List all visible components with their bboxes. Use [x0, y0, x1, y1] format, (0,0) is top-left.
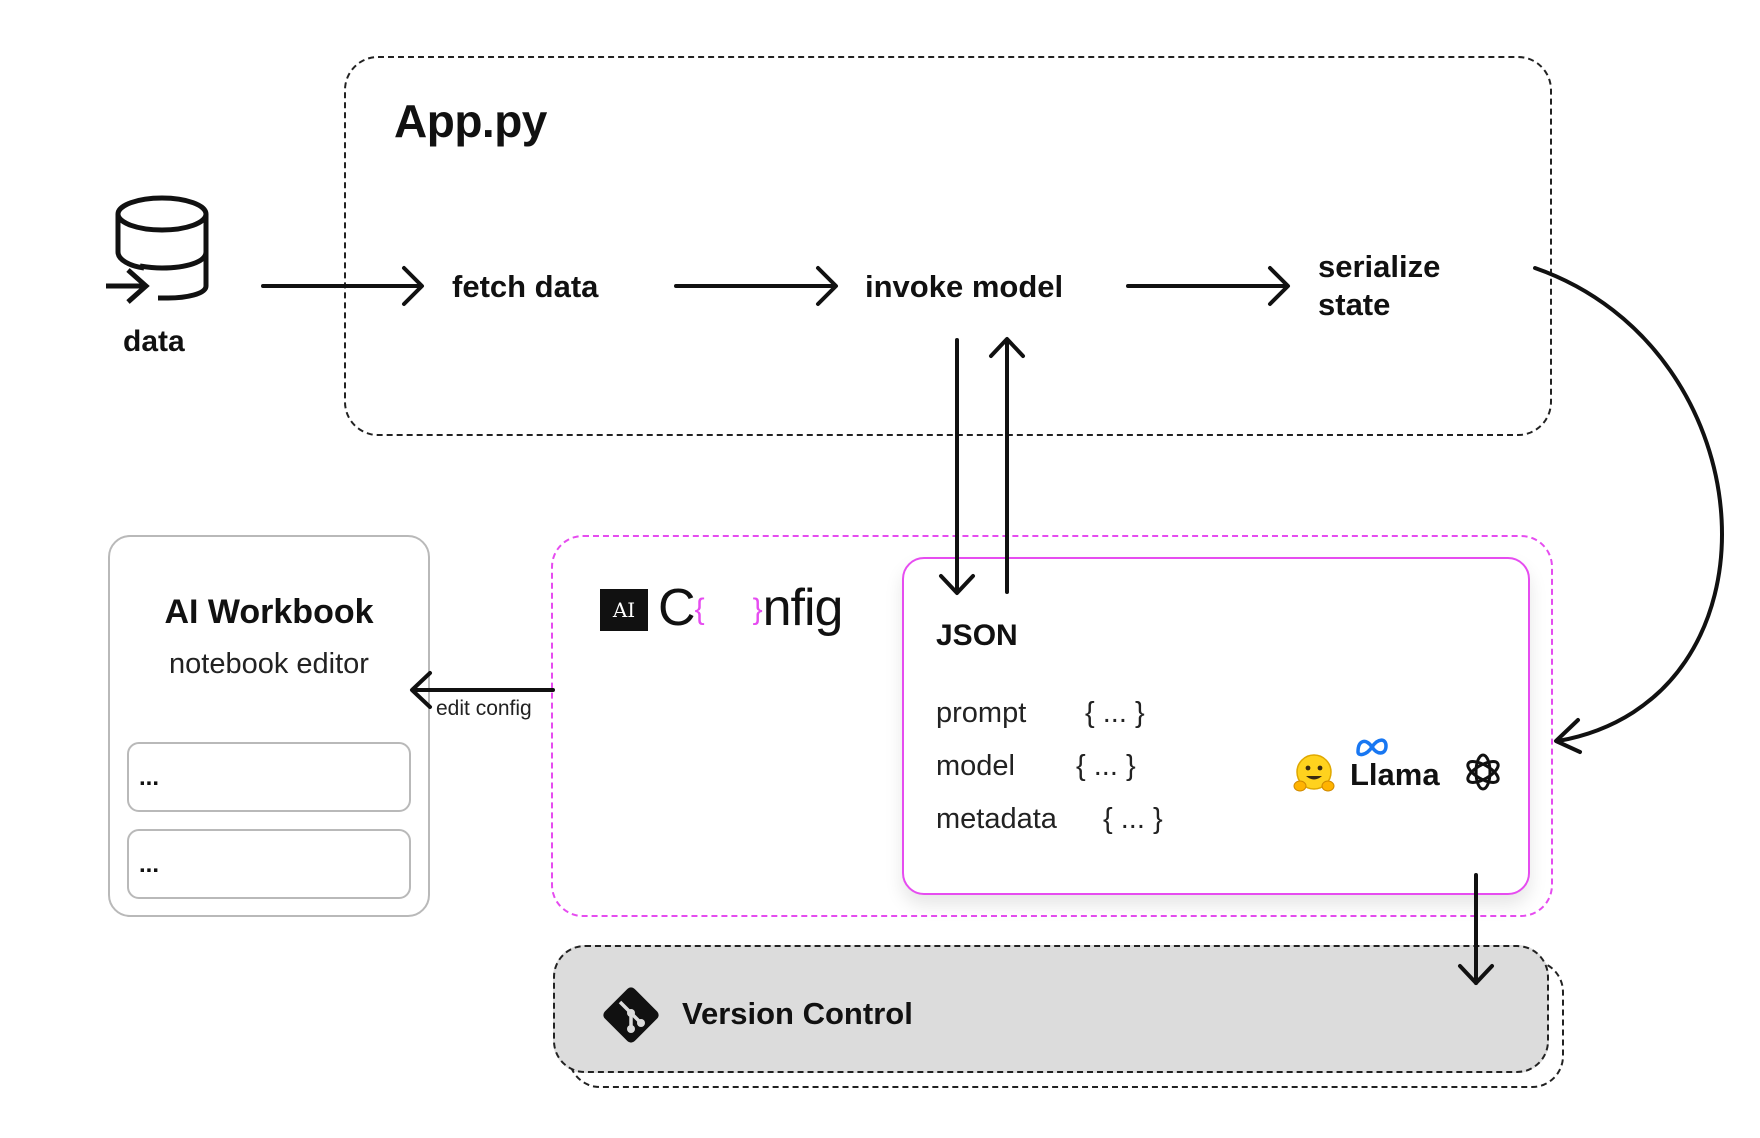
arrow-json-to-version-control: [1458, 873, 1494, 985]
version-control-container: [553, 945, 1549, 1073]
step-invoke-model: invoke model: [865, 269, 1064, 304]
json-title: JSON: [936, 619, 1018, 652]
meta-icon: [1356, 738, 1388, 757]
notebook-cell: ...: [127, 742, 411, 812]
json-key-prompt: prompt: [936, 697, 1027, 729]
arrow-fetch-to-invoke: [674, 266, 838, 306]
step-serialize-line2: state: [1318, 287, 1391, 322]
arrow-config-to-workbook: [410, 671, 555, 709]
git-icon: [603, 987, 659, 1043]
arrow-serialize-to-json: [1533, 266, 1724, 754]
json-panel: [902, 557, 1530, 895]
json-value-model: { ... }: [1076, 750, 1136, 782]
aiconfig-logo: C{}nfig: [658, 578, 844, 638]
app-container: [344, 56, 1552, 436]
logo-brace-close: }: [752, 593, 763, 626]
step-serialize-state: serialize state: [1318, 248, 1440, 324]
arrow-invoke-to-json: [939, 338, 975, 595]
version-control-label: Version Control: [682, 996, 913, 1031]
aiconfig-badge: AI: [600, 589, 648, 631]
logo-prefix: C: [658, 579, 696, 637]
workbook-title: AI Workbook: [164, 593, 374, 631]
json-value-metadata: { ... }: [1103, 803, 1163, 835]
json-key-metadata: metadata: [936, 803, 1057, 835]
logo-suffix: nfig: [762, 579, 844, 637]
workbook-subtitle: notebook editor: [169, 648, 369, 680]
notebook-cell: ...: [127, 829, 411, 899]
openai-icon: [1466, 753, 1500, 791]
aiconfig-container: [551, 535, 1553, 917]
step-serialize-line1: serialize: [1318, 249, 1441, 284]
ai-workbook-panel: AI Workbook notebook editor ... ...: [108, 535, 430, 917]
arrow-data-to-fetch: [261, 266, 424, 306]
database-icon: [106, 195, 209, 304]
json-value-prompt: { ... }: [1085, 697, 1145, 729]
hugging-face-icon: [1293, 754, 1335, 792]
logo-brace-open: {: [694, 593, 705, 626]
arrow-json-to-invoke: [989, 337, 1025, 594]
edit-config-label: edit config: [436, 697, 532, 720]
app-title: App.py: [394, 95, 547, 147]
data-label: data: [123, 325, 185, 358]
step-fetch-data: fetch data: [452, 269, 599, 304]
llama-label: Llama: [1350, 757, 1440, 792]
arrow-invoke-to-serialize: [1126, 266, 1290, 306]
json-key-model: model: [936, 750, 1015, 782]
